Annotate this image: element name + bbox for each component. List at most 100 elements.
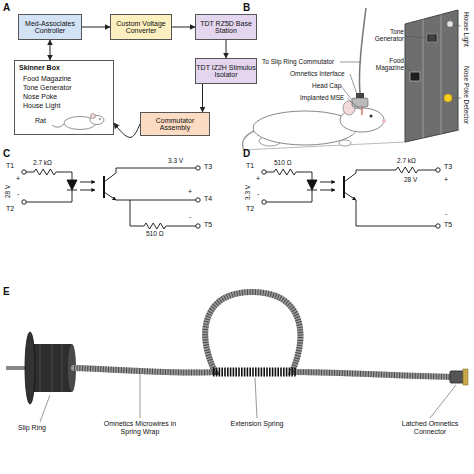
- rat-nose: [382, 119, 386, 123]
- transistor-emitter: [104, 192, 116, 200]
- figure-label: Omnetics Microwires in Spring Wrap: [100, 420, 180, 435]
- leader-line: [255, 378, 257, 418]
- tone-generator-speaker: [427, 34, 437, 42]
- box-item: Food Magazine: [23, 75, 71, 82]
- figure-label: Tone Generator: [366, 28, 404, 42]
- light-arrow: [320, 182, 335, 183]
- figure-label: House Light: [463, 12, 470, 47]
- box-item: Nose Poke: [23, 93, 57, 100]
- figure-label: 510 Ω: [146, 230, 164, 237]
- tether-cable: [359, 8, 366, 93]
- nose-poke: [444, 94, 452, 102]
- tether-assembly: [6, 292, 468, 422]
- figure-label: 28 V: [404, 176, 417, 183]
- spring-wrap-coil: [74, 292, 452, 377]
- process-box: Med-Associates Controller: [18, 14, 82, 40]
- wire: [26, 169, 72, 180]
- figure-label: T2: [246, 205, 254, 213]
- terminal: [22, 170, 26, 174]
- rat-eye: [99, 118, 101, 120]
- omnetics-connector: [450, 371, 464, 383]
- rat-eye: [370, 115, 373, 118]
- figure-label: T1: [6, 162, 14, 170]
- connector-arrow: [82, 27, 110, 28]
- box-title: Commutator Assembly: [141, 117, 209, 132]
- leader-line: [405, 64, 412, 73]
- process-box: Commutator Assembly: [140, 112, 210, 136]
- slip-ring-band: [40, 344, 62, 392]
- rat-illustration: [243, 8, 387, 150]
- wire: [26, 190, 77, 202]
- leader-line: [430, 385, 456, 418]
- figure-label: -: [189, 213, 191, 221]
- leader-line: [340, 62, 360, 63]
- light-arrow: [80, 190, 95, 191]
- transistor-base: [103, 176, 105, 198]
- implanted-electrode: [362, 107, 363, 115]
- figure-label: To Slip Ring Commutator: [262, 58, 334, 65]
- figure-label: +: [16, 175, 20, 183]
- process-box: TDT RZ5D Base Station: [195, 14, 257, 40]
- rat-paw: [339, 140, 351, 146]
- terminal: [262, 200, 266, 204]
- figure-label: 28 V: [4, 185, 11, 198]
- rat-ear: [91, 114, 96, 119]
- figure-label: T3: [444, 163, 452, 171]
- terminal: [196, 224, 200, 228]
- leader-line: [452, 98, 461, 99]
- figure-label: -: [257, 190, 259, 198]
- figure-label: Head Cap: [312, 82, 341, 89]
- process-box: Skinner BoxFood MagazineTone GeneratorNo…: [14, 60, 114, 135]
- figure-label: Extension Spring: [230, 420, 284, 428]
- connector-arrow: [226, 40, 227, 58]
- wall-panel-divider: [441, 15, 442, 134]
- box-title: TDT IZ2H Stimulus Isolator: [196, 64, 256, 79]
- panel-letter: D: [243, 148, 250, 159]
- figure-label: -: [445, 210, 447, 218]
- slip-ring-body: [30, 344, 72, 392]
- box-item: Rat: [35, 117, 46, 124]
- transistor-base: [343, 176, 345, 198]
- terminal: [262, 170, 266, 174]
- terminal: [196, 166, 200, 170]
- rat-tail: [52, 124, 64, 127]
- leader-line: [405, 36, 427, 38]
- food-magazine: [410, 72, 420, 81]
- box-title: TDT RZ5D Base Station: [196, 20, 256, 35]
- connector-arrow: [172, 27, 195, 28]
- extension-spring: [213, 368, 296, 377]
- figure-label: Omnetics Interface: [290, 70, 345, 77]
- transistor-emitter: [344, 192, 356, 200]
- figure-label: Latched Omnetics Connector: [394, 420, 466, 435]
- chamber-wall: [405, 10, 458, 142]
- figure-label: T4: [204, 195, 212, 203]
- figure-label: 2.7 kΩ: [33, 159, 52, 166]
- figure-label: Slip Ring: [18, 424, 46, 432]
- figure-label: 3.3 V: [168, 157, 183, 164]
- box-title: Custom Voltage Converter: [111, 20, 171, 35]
- leader-line: [350, 74, 357, 94]
- light-arrow: [320, 190, 335, 191]
- leader-line: [453, 25, 461, 26]
- panel-letter: C: [3, 148, 10, 159]
- box-title: Skinner Box: [19, 64, 60, 71]
- terminal: [436, 224, 440, 228]
- figure-label: T2: [6, 205, 14, 213]
- figure-label: 3.3 V: [244, 185, 251, 200]
- light-arrow: [80, 182, 95, 183]
- terminal: [22, 200, 26, 204]
- process-box: TDT IZ2H Stimulus Isolator: [195, 58, 257, 84]
- box-item: House Light: [23, 102, 60, 109]
- slip-ring-flange: [25, 332, 35, 404]
- wire: [344, 167, 436, 182]
- figure-label: T5: [204, 221, 212, 229]
- figure-label: Food Magazine: [366, 57, 404, 71]
- connector-arrow: [202, 84, 203, 112]
- leader-line: [347, 98, 361, 110]
- terminal: [436, 168, 440, 172]
- connector-arrow: [50, 40, 51, 60]
- leader-line: [40, 395, 50, 422]
- optocoupler-circuit: [22, 166, 200, 229]
- terminal: [196, 198, 200, 202]
